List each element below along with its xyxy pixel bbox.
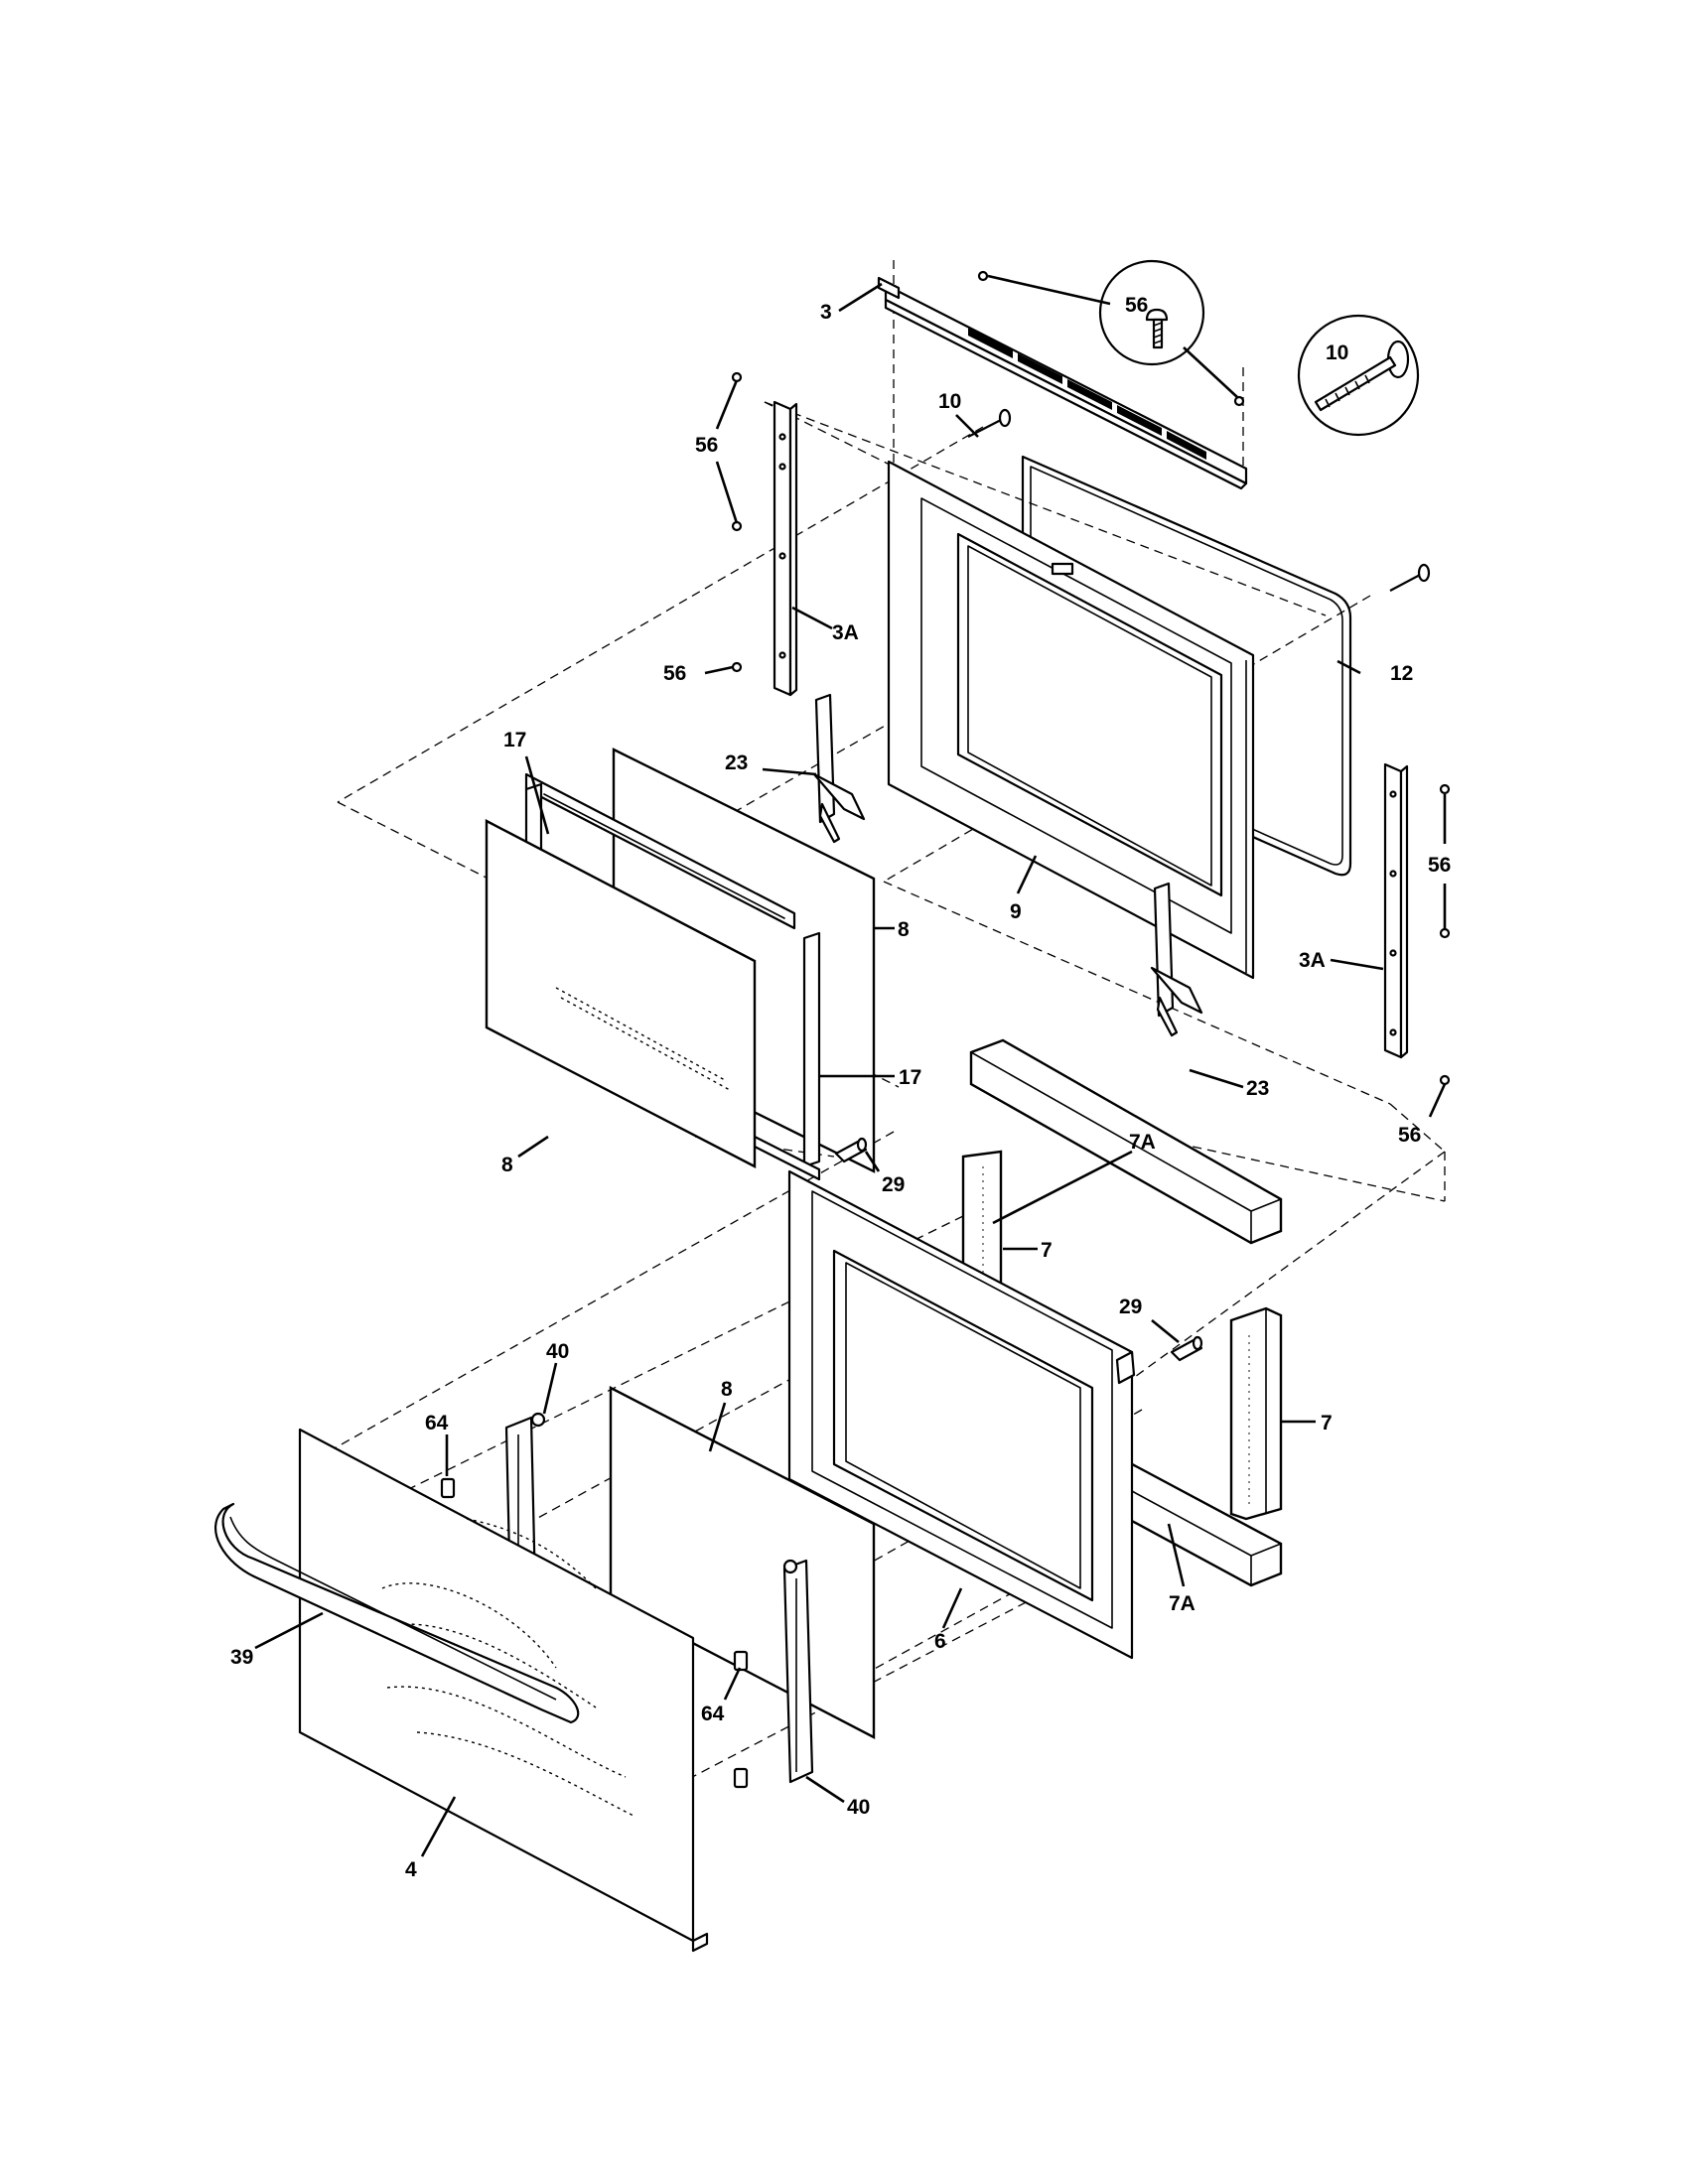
callout-29-left: 29 <box>882 1173 905 1196</box>
callout-17-bottom: 17 <box>899 1066 921 1089</box>
door-inner-panel-part <box>887 460 1255 980</box>
side-trim-left-part <box>773 400 798 697</box>
callout-56-right-top: 56 <box>1428 854 1451 877</box>
screw-56-group <box>731 270 1451 1086</box>
hinge-right-part <box>1150 882 1203 1037</box>
callout-17-top: 17 <box>503 729 526 751</box>
callout-64-top: 64 <box>425 1412 449 1434</box>
callout-9: 9 <box>1010 900 1022 923</box>
bumper-64-group <box>440 1477 749 1789</box>
callout-labels: 3 56 56 10 10 3A 56 12 17 23 9 56 3A 8 1… <box>230 294 1451 1881</box>
callout-40-top: 40 <box>546 1340 569 1363</box>
callout-29-right: 29 <box>1119 1296 1142 1318</box>
callout-7A-bottom: 7A <box>1169 1592 1196 1615</box>
callout-56-left-top: 56 <box>695 434 718 457</box>
upper-glass-front-part <box>485 819 757 1168</box>
door-gasket-part <box>1021 455 1352 877</box>
door-liner-part <box>787 1169 1136 1660</box>
insulation-7-right-part <box>1229 1306 1283 1521</box>
callout-56-right-bottom: 56 <box>1398 1124 1421 1147</box>
hinge-left-part <box>812 693 866 844</box>
callout-3A-right: 3A <box>1299 949 1326 972</box>
callout-23-right: 23 <box>1246 1077 1269 1100</box>
bolt-10-detail-bubble <box>1297 314 1420 437</box>
screw-56-detail-bubble <box>1098 259 1205 366</box>
door-handle-part <box>213 1502 580 1724</box>
callout-7-left: 7 <box>1041 1239 1053 1262</box>
callout-40-bottom: 40 <box>847 1796 870 1819</box>
callout-56-left-bottom: 56 <box>663 662 686 685</box>
hinge-bracket-40-right-part <box>782 1559 814 1784</box>
callout-3A-left: 3A <box>832 621 859 644</box>
callout-23-left: 23 <box>725 751 748 774</box>
callout-3: 3 <box>820 301 832 324</box>
callout-64-bottom: 64 <box>701 1703 725 1725</box>
insulation-7A-top-part <box>969 1038 1283 1245</box>
callout-7A-top: 7A <box>1129 1131 1156 1154</box>
callout-8-upper-front: 8 <box>501 1154 513 1176</box>
callout-7-right: 7 <box>1321 1412 1333 1434</box>
callout-6: 6 <box>934 1630 946 1653</box>
callout-12: 12 <box>1390 662 1413 685</box>
callout-8-upper-rear: 8 <box>898 918 910 941</box>
callout-10-small: 10 <box>938 390 961 413</box>
callout-4: 4 <box>405 1858 417 1881</box>
side-trim-right-part <box>1383 762 1409 1059</box>
glass-frame-17-front-part <box>753 931 821 1181</box>
callout-10-bubble: 10 <box>1326 341 1348 364</box>
callout-56-bubble: 56 <box>1125 294 1148 317</box>
callout-8-lower: 8 <box>721 1378 733 1401</box>
callout-39: 39 <box>230 1646 253 1669</box>
top-trim-part <box>877 276 1248 490</box>
leader-lines <box>254 274 1447 1857</box>
spacer-29-group <box>834 1137 1203 1362</box>
